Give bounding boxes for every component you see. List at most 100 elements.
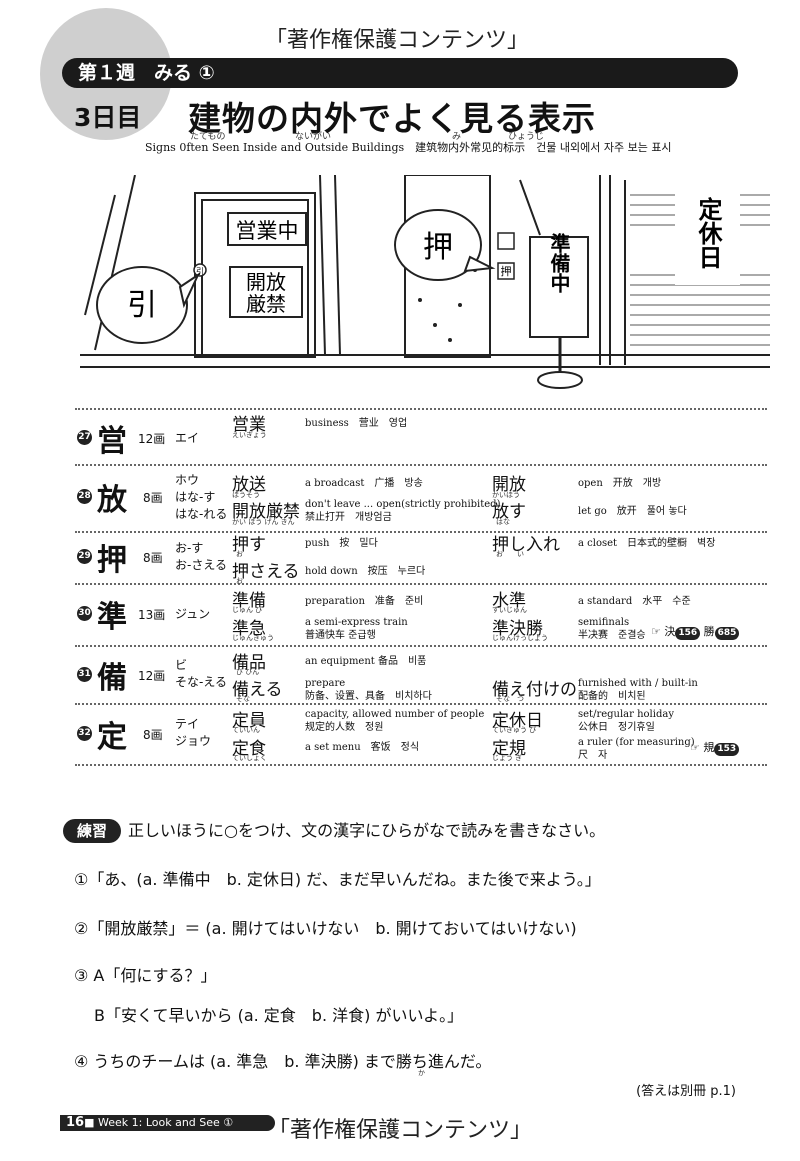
vocab-meaning: furnished with / built-in 配备的 비치된 [578,678,698,702]
vocab-word: 準急 [232,619,266,639]
bubble-osu: 押 [423,230,453,265]
stroke-count: 12画 [138,432,166,446]
vocab-meaning: semifinals 半决赛 준결승 [578,617,646,641]
kanji-character: 備 [97,661,127,696]
vocab-furigana: かいほう [492,491,520,499]
vocab-meaning: a standard 水平 수준 [578,596,691,607]
vocab-furigana: ていきゅう び [492,726,537,734]
title-furigana: ひょうじ [508,132,545,142]
question-1: ①「あ、(a. 準備中 b. 定休日) だ、まだ早いんだね。また後で来よう。」 [74,870,601,889]
kanji-readings: ホウ はな-す はな-れる [175,473,228,521]
question-4: ④ うちのチームは (a. 準急 b. 準決勝) まで勝ち進んだ。 [74,1052,492,1071]
vocab-word: 放送 [232,475,266,495]
sign-junbichu: 準備中 [547,232,571,293]
vocab-word: 定食 [232,739,266,759]
title-furigana: ないがい [295,132,332,142]
title-furigana: み [452,132,462,142]
row-divider [75,645,767,647]
vocab-furigana: じゅんきゅう [232,634,274,642]
kanji-character: 押 [97,543,127,578]
kanji-character: 準 [97,600,127,635]
answers-note: (答えは別冊 p.1) [636,1084,736,1099]
kanji-number: 31 [77,667,92,682]
kanji-readings: ビ そな-える [175,658,227,689]
week-label: 第１週 みる ① [78,62,215,84]
question-3b: B「安くて早いから (a. 定食 b. 洋食) がいいよ。」 [94,1006,464,1025]
vocab-word: 押し入れ [492,535,560,555]
vocab-word: 備え付けの [492,680,577,700]
question-2: ②「開放厳禁」＝ (a. 開けてはいけない b. 開けておいてはいけない) [74,919,577,938]
vocab-meaning: capacity, allowed number of people 规定的人数… [305,709,485,733]
vocab-word: 準決勝 [492,619,543,639]
kanji-character: 放 [97,483,127,518]
kanji-readings: エイ [175,431,200,445]
vocab-furigana: じょう ぎ [492,754,523,762]
stroke-count: 8画 [143,728,163,742]
week-banner: 第１週 みる ① [62,58,738,88]
stroke-count: 8画 [143,491,163,505]
watermark-top: 「著作権保護コンテンツ」 [265,28,530,53]
vocab-word: 営業 [232,415,266,435]
vocab-meaning: a closet 日本式的壁橱 벽장 [578,538,716,549]
row-divider [75,408,767,410]
kanji-number: 27 [77,430,92,445]
day-label: 3日目 [74,103,142,132]
vocab-meaning: push 按 밀다 [305,538,378,549]
vocab-word: 備える [232,680,283,700]
vocab-furigana: じゅん び [232,606,263,614]
row-divider [75,583,767,585]
ref-number-badge: 685 [714,627,740,640]
vocab-meaning: open 开放 개방 [578,478,662,489]
stroke-count: 13画 [138,608,166,622]
stroke-count: 12画 [138,669,166,683]
vocab-furigana: お [236,550,243,558]
vocab-word: 準備 [232,591,266,611]
sign-eigyochu: 営業中 [236,219,299,243]
vocab-word: 水準 [492,591,526,611]
vocab-furigana: じゅんけっしょう [492,634,548,642]
vocab-meaning: a ruler (for measuring) 尺 자 [578,737,695,761]
vocab-word: 押さえる [232,562,300,582]
vocab-word: 開放厳禁 [232,502,300,522]
vocab-meaning: business 营业 영업 [305,418,408,429]
stroke-count: 8画 [143,551,163,565]
vocab-furigana: ほうそう [232,491,260,499]
vocab-word: 開放 [492,475,526,495]
vocab-furigana: かい ほう げん きん [232,518,295,526]
ref-kanji: 勝 [703,625,715,638]
building-illustration: 営業中 開放 厳禁 引 引 押 押 準備中 定休日 [80,175,770,389]
kanji-number: 30 [77,606,92,621]
sign-kaiho: 開放 [246,270,286,294]
vocab-word: 定員 [232,711,266,731]
vocab-furigana: お い [496,550,524,558]
small-osu-label: 押 [501,264,512,278]
vocab-furigana: ていしょく [232,754,267,762]
vocab-word: 備品 [232,653,266,673]
vocab-furigana: び ひん [236,668,260,676]
practice-instruction: 正しいほうに○をつけ、文の漢字にひらがなで読みを書きなさい。 [128,821,606,840]
question-4-furigana: か [418,1069,425,1077]
kanji-readings: テイ ジョウ [175,717,212,748]
title-furigana: たてもの [190,132,226,142]
kanji-readings: ジュン [175,607,211,621]
kanji-character: 営 [97,424,127,459]
row-divider [75,703,767,705]
vocab-meaning: an equipment 备品 비품 [305,656,427,667]
row-divider [75,531,767,533]
bubble-hiku: 引 [127,288,157,323]
page-number: 16 [66,1115,85,1130]
vocab-furigana: えいぎょう [232,431,267,439]
page-footer: 16■ Week 1: Look and See ① [60,1115,275,1131]
vocab-meaning: don't leave ... open(strictly prohibited… [305,499,501,523]
ref-number-badge: 156 [675,627,701,640]
kanji-number: 28 [77,489,92,504]
vocab-word: 定規 [492,739,526,759]
vocab-word: 押す [232,535,266,555]
sign-genkin: 厳禁 [246,292,286,316]
row-divider [75,464,767,466]
practice-label: 練習 [63,819,121,843]
vocab-word: 定休日 [492,711,543,731]
watermark-bottom: 「著作権保護コンテンツ」 [268,1118,533,1143]
vocab-word: 放す [492,502,526,522]
